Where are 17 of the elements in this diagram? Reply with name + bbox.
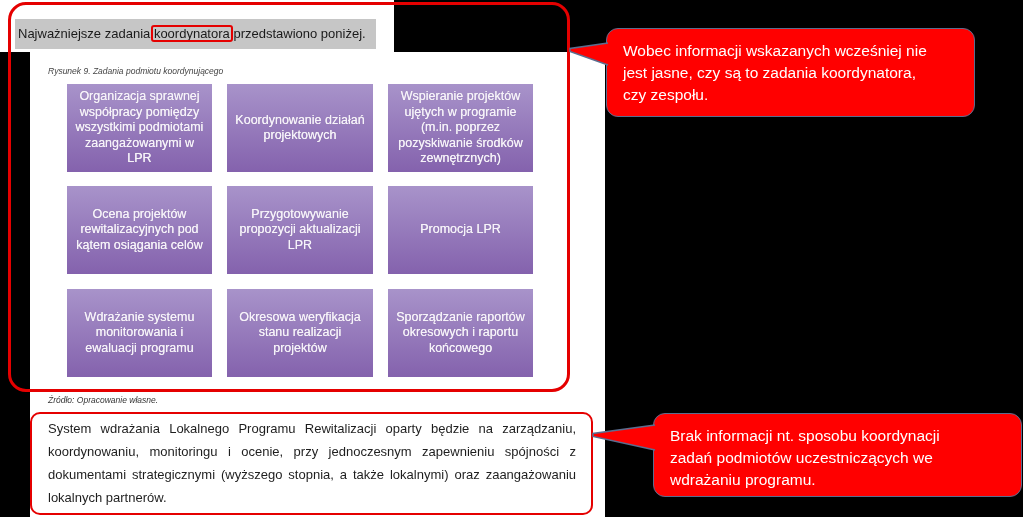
task-box: Okresowa weryfikacja stanu realizacji projektów [227, 289, 373, 377]
task-box: Promocja LPR [388, 186, 533, 274]
source-note: Źródło: Opracowanie własne. [48, 395, 159, 405]
task-box: Koordynowanie działań projektowych [227, 84, 373, 172]
task-box: Organizacja sprawnej współpracy pomiędzy wszystkimi podmiotami zaangażowanymi w LPR [67, 84, 212, 172]
task-box: Wdrażanie systemu monitorowania i ewaluacji programu [67, 289, 212, 377]
callout-bubble: Wobec informacji wskazanych wcześniej nie jest jasne, czy są to zadania koordynatora, czy zespołu. [606, 28, 975, 117]
annotation-frame [8, 2, 570, 392]
task-box: Sporządzanie raportów okresowych i raportu końcowego [388, 289, 533, 377]
task-box: Ocena projektów rewitalizacyjnych pod kątem osiągania celów [67, 186, 212, 274]
figure-caption: Rysunek 9. Zadania podmiotu koordynującego [48, 66, 224, 76]
callout-pointer [592, 424, 656, 451]
task-box: Wspieranie projektów ujętych w programie (m.in. poprzez pozyskiwanie środków zewnętrznych) [388, 84, 533, 172]
task-box: Przygotowywanie propozycji aktualizacji LPR [227, 186, 373, 274]
highlighted-sentence: Najważniejsze zadania koordynatora przedstawiono poniżej. [15, 19, 376, 49]
callout-bubble: Brak informacji nt. sposobu koordynacji zadań podmiotów uczestniczących we wdrażaniu programu. [653, 413, 1022, 497]
annotated-paragraph: System wdrażania Lokalnego Programu Rewitalizacji oparty będzie na zarządzaniu, koordynowaniu, monitoringu i ocenie, przy jednoczesnym zapewnieniu spójności z dokumentami strategicznymi (wyższego stopnia, a także lokalnymi) oraz zaangażowaniu lokalnych partnerów. [30, 412, 593, 515]
